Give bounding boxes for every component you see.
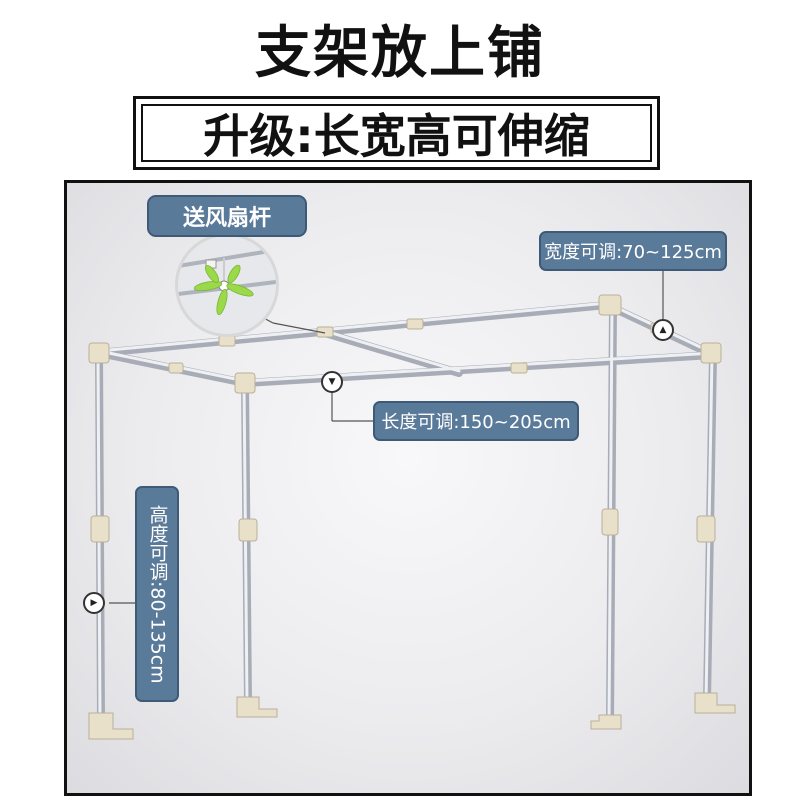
product-illustration-panel: 送风扇杆 宽度可调:70~125cm 长度可调:150~205cm 高度可调:8… [64,180,752,796]
subtitle-banner: 升级:长宽高可伸缩 [133,96,660,170]
fan-pole-label: 送风扇杆 [147,195,307,237]
height-adjust-text: 高度可调:80-135cm [146,504,169,684]
triangle-down-icon: ▼ [321,371,343,393]
width-adjust-label: 宽度可调:70~125cm [539,231,727,271]
fan-detail-zoom [175,233,279,337]
subtitle-text: 升级:长宽高可伸缩 [141,104,652,163]
height-adjust-label: 高度可调:80-135cm [135,486,179,702]
frame-connectors [88,294,736,740]
length-adjust-label: 长度可调:150~205cm [373,401,579,441]
ceiling-fan-icon [178,248,276,315]
triangle-up-icon: ▲ [652,319,674,341]
page-title: 支架放上铺 [255,20,545,86]
triangle-right-icon: ▶ [83,592,105,614]
frame-pipes [95,301,717,727]
